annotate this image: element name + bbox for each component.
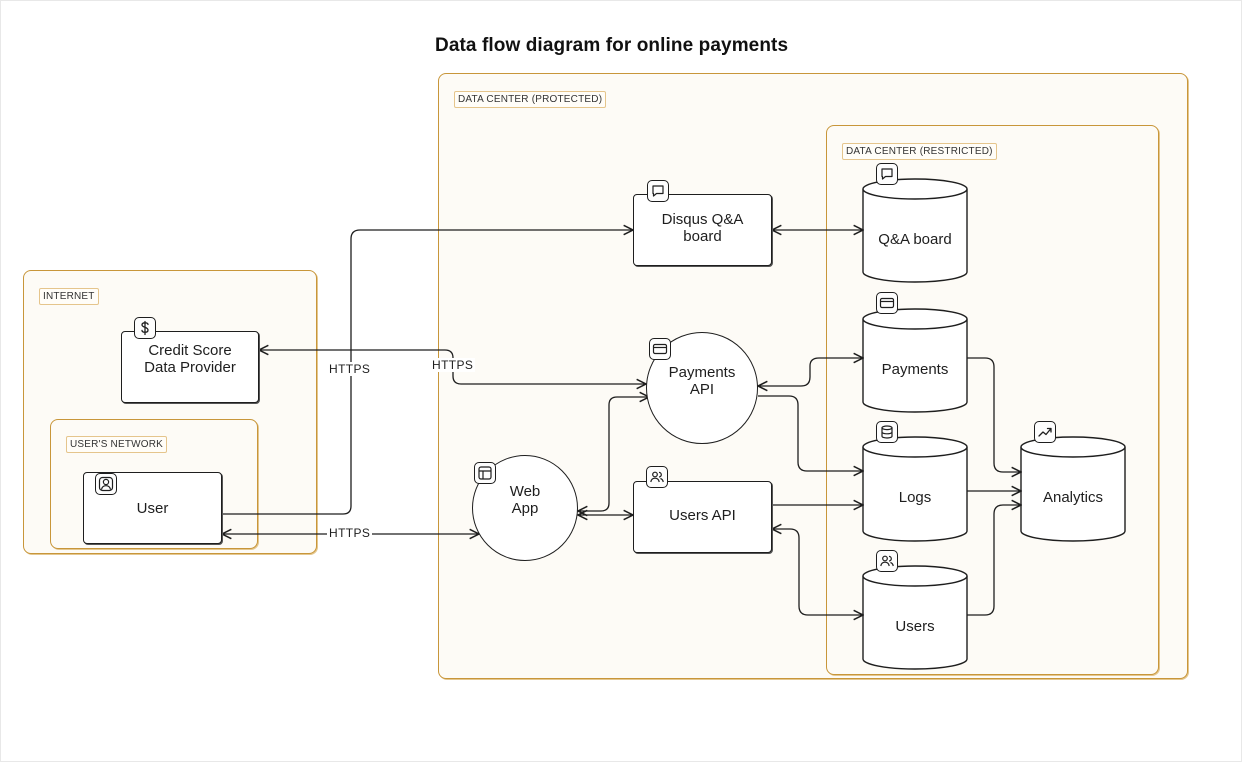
node-credit-score-provider[interactable]: Credit Score Data Provider: [121, 331, 259, 403]
user-icon: [95, 473, 117, 495]
edge-paymentsapi-payments: [758, 358, 863, 386]
node-label-user: User: [136, 499, 169, 517]
edge-label-user-webapp: HTTPS: [327, 526, 373, 540]
cylinder-payments: [862, 308, 968, 413]
edge-users-analytics: [967, 505, 1021, 616]
users-icon: [646, 466, 668, 488]
trend-icon: [1034, 421, 1056, 443]
node-label-web-app: Web App: [509, 483, 541, 517]
message-icon: [647, 180, 669, 202]
edge-paymentsapi-logs: [758, 395, 863, 471]
node-users-api[interactable]: Users API: [633, 481, 772, 553]
edge-user-disqus: [222, 230, 633, 515]
node-label-users-store: Users: [895, 617, 935, 635]
zone-label-protected: DATA CENTER (PROTECTED): [454, 91, 607, 108]
node-logs-store[interactable]: Logs: [863, 457, 967, 537]
layout-icon: [474, 462, 496, 484]
node-disqus-qa-board[interactable]: Disqus Q&A board: [633, 194, 772, 266]
users-icon: [876, 550, 898, 572]
credit-card-icon: [649, 338, 671, 360]
node-label-disqus: Disqus Q&A board: [661, 211, 744, 245]
node-label-credit-score: Credit Score Data Provider: [144, 342, 236, 376]
edge-label-credit-payments: HTTPS: [430, 358, 476, 372]
database-icon: [876, 421, 898, 443]
node-qa-board[interactable]: Q&A board: [863, 199, 967, 279]
node-label-payments-store: Payments: [881, 360, 949, 378]
zone-label-users-network: USER'S NETWORK: [66, 436, 168, 453]
message-icon: [876, 163, 898, 185]
node-payments-store[interactable]: Payments: [863, 329, 967, 409]
zone-label-internet: INTERNET: [39, 288, 99, 305]
node-analytics-store[interactable]: Analytics: [1021, 457, 1125, 537]
edge-label-user-disqus: HTTPS: [327, 362, 373, 376]
node-users-store[interactable]: Users: [863, 586, 967, 666]
edge-payments-analytics: [967, 357, 1021, 472]
node-label-users-api: Users API: [669, 506, 736, 524]
diagram-title: Data flow diagram for online payments: [435, 35, 789, 56]
dollar-icon: [134, 317, 156, 339]
node-label-logs-store: Logs: [898, 488, 932, 506]
node-label-qa-board: Q&A board: [878, 230, 952, 248]
credit-card-icon: [876, 292, 898, 314]
zone-label-restricted: DATA CENTER (RESTRICTED): [842, 143, 997, 160]
node-label-payments-api: Payments API: [668, 364, 736, 398]
edge-usersapi-users: [772, 529, 863, 615]
node-label-analytics-store: Analytics: [1042, 488, 1104, 506]
